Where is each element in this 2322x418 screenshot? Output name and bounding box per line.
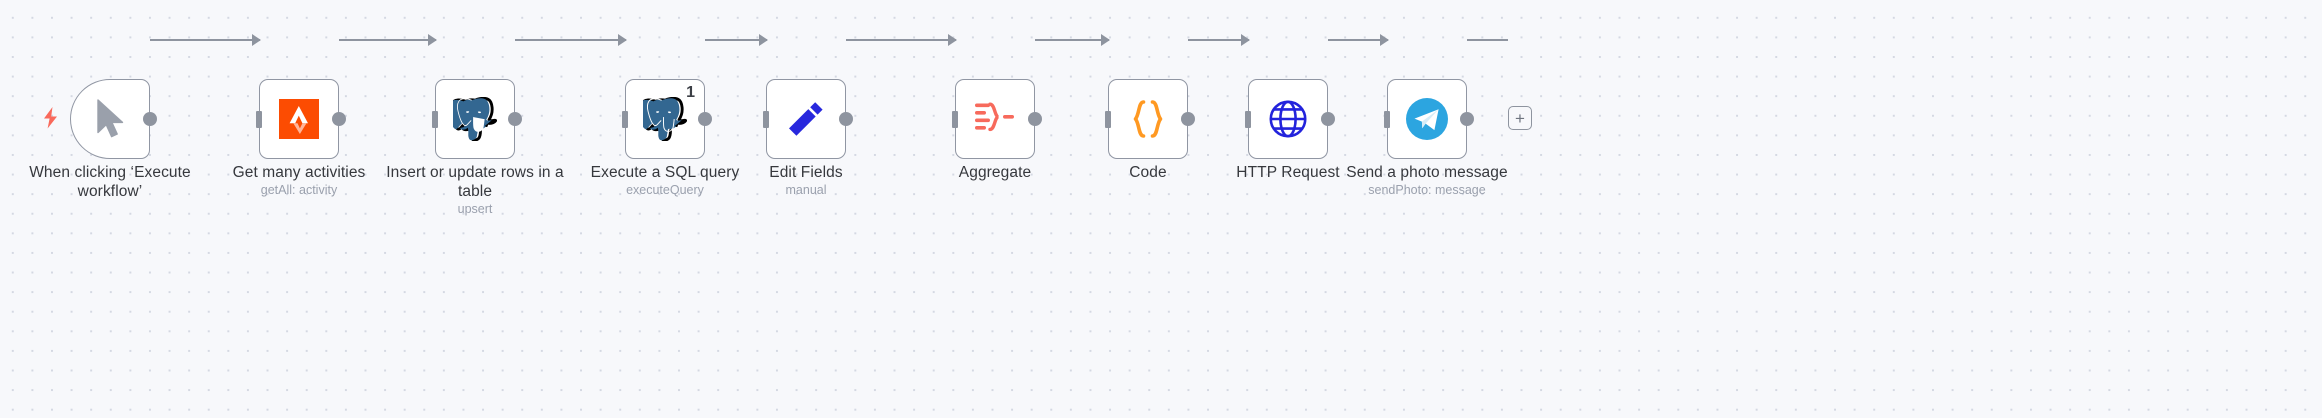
arrow-head-icon bbox=[759, 34, 768, 47]
arrow-head-icon bbox=[1101, 34, 1110, 47]
node-body[interactable] bbox=[259, 79, 339, 159]
aggregate-icon bbox=[956, 80, 1034, 158]
output-port[interactable] bbox=[143, 112, 157, 126]
connector-telegram-to-add-button[interactable] bbox=[1467, 39, 1508, 42]
output-port[interactable] bbox=[1460, 112, 1474, 126]
node-label: Aggregate bbox=[958, 164, 1032, 181]
pencil-icon bbox=[767, 80, 845, 158]
node-label: Code bbox=[1129, 164, 1167, 181]
arrow-head-icon bbox=[428, 34, 437, 47]
output-port[interactable] bbox=[332, 112, 346, 126]
output-port[interactable] bbox=[698, 112, 712, 126]
node-label: Send a photo message bbox=[1346, 164, 1508, 181]
input-port[interactable] bbox=[432, 110, 438, 128]
strava-icon bbox=[279, 99, 319, 139]
node-label: Get many activities bbox=[232, 164, 366, 181]
node-when-clicking-execute-workflow[interactable]: When clicking ‘Execute workflow’ bbox=[29, 79, 191, 200]
connector-http-request-to-telegram[interactable] bbox=[1328, 34, 1389, 47]
node-label: When clicking ‘Execute workflow’ bbox=[29, 164, 191, 200]
connector-strava-to-postgres-upsert[interactable] bbox=[339, 34, 437, 47]
globe-icon bbox=[1249, 80, 1327, 158]
arrow-head-icon bbox=[252, 34, 261, 47]
connector-aggregate-to-code[interactable] bbox=[1035, 34, 1110, 47]
node-send-a-photo-message[interactable]: Send a photo message sendPhoto: message bbox=[1346, 79, 1508, 197]
input-port[interactable] bbox=[1105, 110, 1111, 128]
arrow-head-icon bbox=[1241, 34, 1250, 47]
node-label: Execute a SQL query bbox=[590, 164, 740, 181]
input-port[interactable] bbox=[1384, 110, 1390, 128]
telegram-icon bbox=[1388, 80, 1466, 158]
arrow-head-icon bbox=[618, 34, 627, 47]
arrow-head-icon bbox=[1380, 34, 1389, 47]
cursor-pointer-icon bbox=[71, 80, 149, 158]
node-body[interactable]: 1 bbox=[625, 79, 705, 159]
output-port[interactable] bbox=[839, 112, 853, 126]
output-port[interactable] bbox=[1321, 112, 1335, 126]
node-body[interactable] bbox=[766, 79, 846, 159]
run-count-badge: 1 bbox=[686, 84, 695, 101]
node-http-request[interactable]: HTTP Request bbox=[1236, 79, 1340, 181]
node-label: Insert or update rows in a table bbox=[386, 164, 564, 200]
node-subtitle: executeQuery bbox=[626, 183, 704, 197]
postgres-icon bbox=[436, 80, 514, 158]
output-port[interactable] bbox=[1181, 112, 1195, 126]
node-subtitle: upsert bbox=[457, 202, 493, 216]
node-body[interactable] bbox=[70, 79, 150, 159]
connector-postgres-upsert-to-execute-query[interactable] bbox=[515, 34, 627, 47]
curly-braces-icon bbox=[1109, 80, 1187, 158]
node-label: HTTP Request bbox=[1236, 164, 1340, 181]
node-body[interactable] bbox=[435, 79, 515, 159]
connector-code-to-http-request[interactable] bbox=[1188, 34, 1250, 47]
output-port[interactable] bbox=[508, 112, 522, 126]
node-execute-a-sql-query[interactable]: 1 Execute a SQL query executeQuery bbox=[591, 79, 739, 197]
node-label: Edit Fields bbox=[769, 164, 843, 181]
node-body[interactable] bbox=[955, 79, 1035, 159]
input-port[interactable] bbox=[952, 110, 958, 128]
node-insert-or-update-rows-in-a-table[interactable]: Insert or update rows in a table upsert bbox=[386, 79, 564, 216]
trigger-lightning-bolt-icon bbox=[41, 106, 61, 130]
input-port[interactable] bbox=[1245, 110, 1251, 128]
plus-icon: + bbox=[1515, 108, 1525, 128]
node-body[interactable] bbox=[1248, 79, 1328, 159]
add-node-button[interactable]: + bbox=[1508, 106, 1532, 130]
node-subtitle: manual bbox=[785, 183, 827, 197]
connector-execute-query-to-edit-fields[interactable] bbox=[705, 34, 768, 47]
node-get-many-activities[interactable]: Get many activities getAll: activity bbox=[233, 79, 365, 197]
node-aggregate[interactable]: Aggregate bbox=[952, 79, 1042, 181]
input-port[interactable] bbox=[256, 110, 262, 128]
output-port[interactable] bbox=[1028, 112, 1042, 126]
connector-trigger-to-strava[interactable] bbox=[150, 34, 261, 47]
node-subtitle: getAll: activity bbox=[260, 183, 338, 197]
node-edit-fields[interactable]: Edit Fields manual bbox=[763, 79, 853, 197]
node-body[interactable] bbox=[1108, 79, 1188, 159]
connector-edit-fields-to-aggregate[interactable] bbox=[846, 34, 957, 47]
input-port[interactable] bbox=[763, 110, 769, 128]
node-body[interactable] bbox=[1387, 79, 1467, 159]
node-subtitle: sendPhoto: message bbox=[1368, 183, 1486, 197]
postgres-icon bbox=[626, 80, 704, 158]
node-code[interactable]: Code bbox=[1105, 79, 1195, 181]
input-port[interactable] bbox=[622, 110, 628, 128]
arrow-head-icon bbox=[948, 34, 957, 47]
